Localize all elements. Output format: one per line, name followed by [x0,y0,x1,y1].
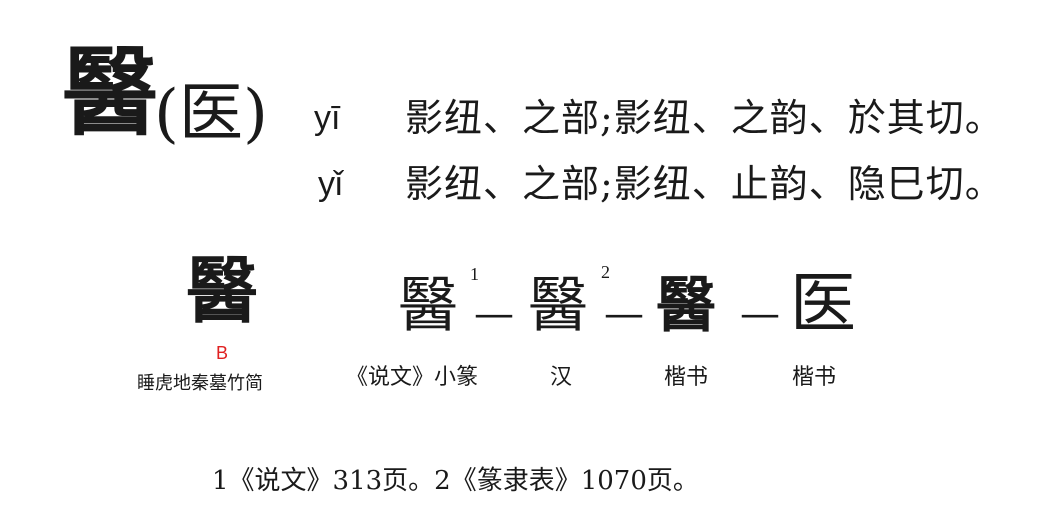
reading-pinyin: yǐ [318,165,343,203]
glyph-label: 《说文》小篆 [346,365,479,390]
reading-rime: 影纽、之部;影纽、止韵、隐巳切。 [405,162,1004,206]
glyph-regular-script: 醫 [656,271,716,341]
head-character: 醫 [62,36,158,149]
glyph-han: 醫 [528,271,588,341]
evolution-connector: — [740,291,780,337]
glyph-bamboo-slip: 醫 [186,248,259,333]
glyph-label: 楷书 [664,365,709,390]
glyph-label: 汉 [550,365,573,390]
glyph-label: 睡虎地秦墓竹简 [137,373,263,394]
reading-pinyin: yī [314,99,341,137]
evolution-connector: — [604,291,644,337]
glyph-small-seal: 醫 [398,271,458,341]
simplified-form: (医) [154,77,268,151]
glyph-note-number: 2 [601,262,610,282]
glyph-label: 楷书 [792,365,837,390]
glyph-marker: B [216,343,229,363]
glyph-note-number: 1 [470,264,479,284]
glyph-regular-script-simplified: 医 [790,265,856,342]
reading-rime: 影纽、之部;影纽、之韵、於其切。 [405,96,1004,140]
evolution-connector: — [474,291,514,337]
footnote: 1《说文》313页。2《篆隶表》1070页。 [212,466,699,496]
